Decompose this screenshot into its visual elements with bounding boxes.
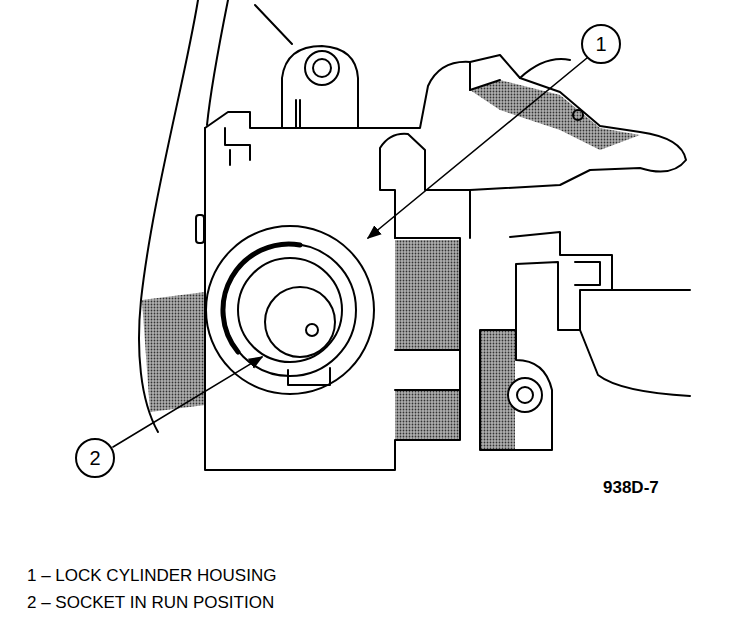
legend-text: 2 – SOCKET IN RUN POSITION [27, 594, 274, 613]
callout-circle: 2 [75, 438, 115, 478]
legend-text: 1 – LOCK CYLINDER HOUSING [27, 567, 276, 586]
callout-number: 1 [595, 34, 606, 54]
callout-number: 2 [89, 448, 100, 468]
callout-circle: 1 [581, 24, 621, 64]
figure-number: 938D-7 [603, 479, 659, 498]
